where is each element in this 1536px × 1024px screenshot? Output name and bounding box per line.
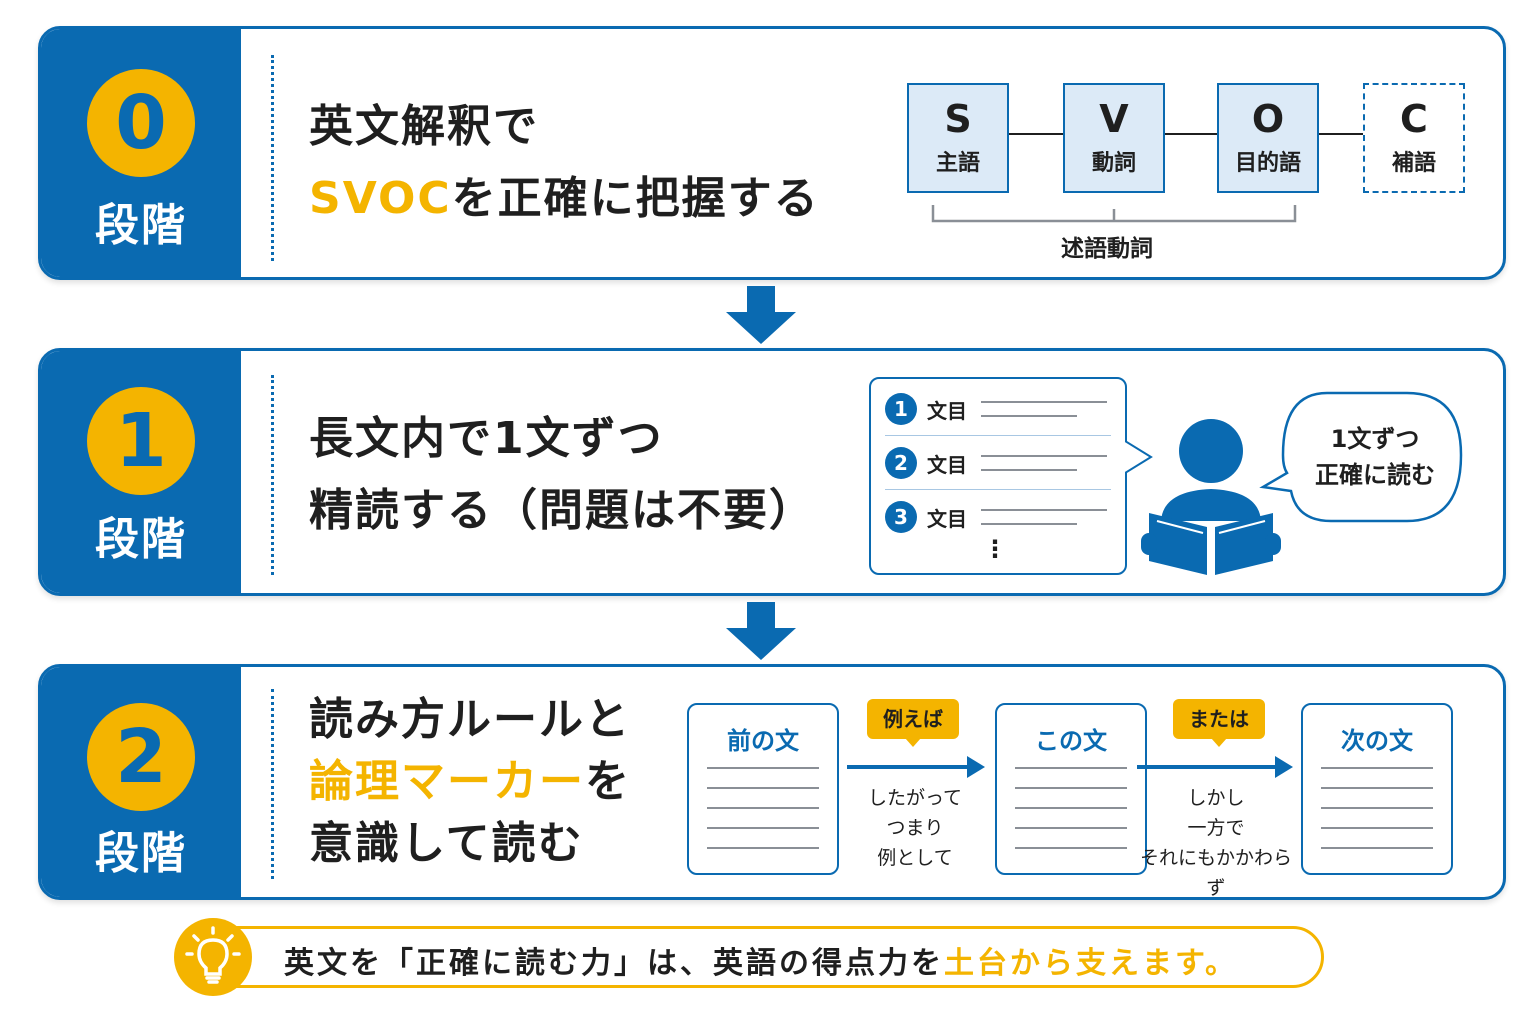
- sentence-number: 3: [885, 501, 917, 533]
- stage-0-title-line1: 英文解釈で: [309, 101, 539, 152]
- svoc-letter: C: [1400, 97, 1428, 141]
- marker-word: 例として: [877, 847, 953, 869]
- svoc-label: 目的語: [1234, 151, 1301, 176]
- person-reading-icon: [1141, 419, 1281, 575]
- sentence-list: 1 文目 2 文目 3 文目 ⋮: [869, 377, 1127, 575]
- sentence-row: 2 文目: [885, 441, 1111, 483]
- stage-2-divider: [271, 689, 274, 879]
- sentence-card-current: この文: [995, 703, 1147, 875]
- card-caption: 前の文: [727, 727, 799, 755]
- stage-2-panel: 2 段階 読み方ルールと 論理マーカーを 意識して読む 前の文 この文 次の文 …: [38, 664, 1506, 900]
- logic-marker-words: したがって つまり 例として: [841, 783, 989, 873]
- stage-2-title: 読み方ルールと 論理マーカーを 意識して読む: [309, 689, 631, 875]
- card-caption: 次の文: [1341, 727, 1413, 755]
- marker-word: つまり: [886, 817, 944, 839]
- sentence-number: 1: [885, 393, 917, 425]
- predicate-label: 述語動詞: [1061, 236, 1153, 262]
- sentence-card-next: 次の文: [1301, 703, 1453, 875]
- sentence-row: 3 文目: [885, 495, 1111, 537]
- flow-arrow: [847, 765, 971, 769]
- stage-0-title-line2: SVOCを正確に把握する: [309, 163, 820, 235]
- svoc-connector: [1009, 133, 1063, 135]
- arrowhead-icon: [967, 756, 985, 778]
- svoc-letter: S: [944, 97, 972, 141]
- sentence-label: 文目: [927, 507, 967, 531]
- summary-banner: [198, 926, 1324, 988]
- flow-arrow: [1137, 765, 1279, 769]
- svoc-label: 補語: [1391, 151, 1436, 176]
- stage-1-number: 1: [87, 387, 195, 495]
- sentence-label: 文目: [927, 399, 967, 423]
- lightbulb-icon: [174, 918, 252, 996]
- stage-1-panel: 1 段階 長文内で1文ずつ 精読する（問題は不要） 1 文目 2 文目 3 文目…: [38, 348, 1506, 596]
- speech-bubble: [1259, 391, 1463, 523]
- stage-1-divider: [271, 375, 274, 575]
- sentence-card-previous: 前の文: [687, 703, 839, 875]
- summary-text-highlight: 土台から支えます。: [944, 946, 1238, 981]
- svoc-letter: O: [1251, 97, 1285, 141]
- stage-2-number: 2: [87, 703, 195, 811]
- stage-1-step-label: 段階: [95, 514, 187, 565]
- sentence-number: 2: [885, 447, 917, 479]
- stage-0-title-highlight: SVOC: [309, 173, 452, 224]
- stage-1-title-line1: 長文内で1文ずつ: [309, 413, 664, 464]
- stage-0-panel: 0 段階 英文解釈で SVOCを正確に把握する S 主語 V 動詞 O 目的語 …: [38, 26, 1506, 280]
- svoc-box-s: S 主語: [907, 83, 1009, 193]
- svoc-letter: V: [1099, 97, 1129, 141]
- svoc-connector: [1165, 133, 1217, 135]
- marker-word: 一方で: [1187, 817, 1245, 839]
- sentence-label: 文目: [927, 453, 967, 477]
- list-pointer: [1125, 440, 1153, 474]
- stage-2-title-line3: 意識して読む: [309, 818, 584, 869]
- summary-text-main: 英文を「正確に読む力」は、英語の得点力を: [284, 946, 944, 981]
- marker-word: しかし: [1187, 787, 1245, 809]
- stage-2-title-line1: 読み方ルールと: [309, 694, 631, 745]
- stage-2-title-rest: を: [585, 756, 631, 807]
- logic-marker-tag: または: [1173, 699, 1265, 747]
- logic-marker-tag: 例えば: [867, 699, 959, 747]
- svoc-box-v: V 動詞: [1063, 83, 1165, 193]
- stage-0-number: 0: [87, 69, 195, 177]
- arrowhead-icon: [1275, 756, 1293, 778]
- stage-0-step-label: 段階: [95, 200, 187, 251]
- stage-2-title-highlight: 論理マーカー: [309, 756, 585, 807]
- stage-1-title: 長文内で1文ずつ 精読する（問題は不要）: [309, 403, 815, 547]
- ellipsis-icon: ⋮: [983, 535, 1007, 563]
- summary-text: 英文を「正確に読む力」は、英語の得点力を土台から支えます。: [284, 938, 1238, 982]
- svoc-label: 主語: [935, 151, 980, 176]
- predicate-bracket: [931, 205, 1297, 223]
- svoc-box-c: C 補語: [1363, 83, 1465, 193]
- svoc-label: 動詞: [1091, 151, 1136, 176]
- marker-word: それにもかかわらず: [1139, 847, 1292, 899]
- stage-0-divider: [271, 55, 274, 261]
- sentence-row: 1 文目: [885, 387, 1111, 429]
- card-caption: この文: [1035, 727, 1107, 755]
- bubble-line2: 正確に読む: [1315, 461, 1435, 489]
- logic-marker-words: しかし 一方で それにもかかわらず: [1131, 783, 1301, 899]
- stage-2-step-label: 段階: [95, 828, 187, 879]
- bubble-line1: 1文ずつ: [1330, 425, 1420, 453]
- down-arrow-icon: [726, 602, 796, 660]
- marker-word: したがって: [867, 787, 963, 809]
- stage-1-title-line2: 精読する（問題は不要）: [309, 485, 815, 536]
- down-arrow-icon: [726, 286, 796, 344]
- bubble-text: 1文ずつ 正確に読む: [1297, 421, 1453, 493]
- stage-0-title: 英文解釈で SVOCを正確に把握する: [309, 91, 820, 235]
- svoc-box-o: O 目的語: [1217, 83, 1319, 193]
- stage-0-title-rest: を正確に把握する: [451, 173, 820, 224]
- svoc-connector: [1319, 133, 1363, 135]
- stage-2-title-line2: 論理マーカーを: [309, 751, 631, 813]
